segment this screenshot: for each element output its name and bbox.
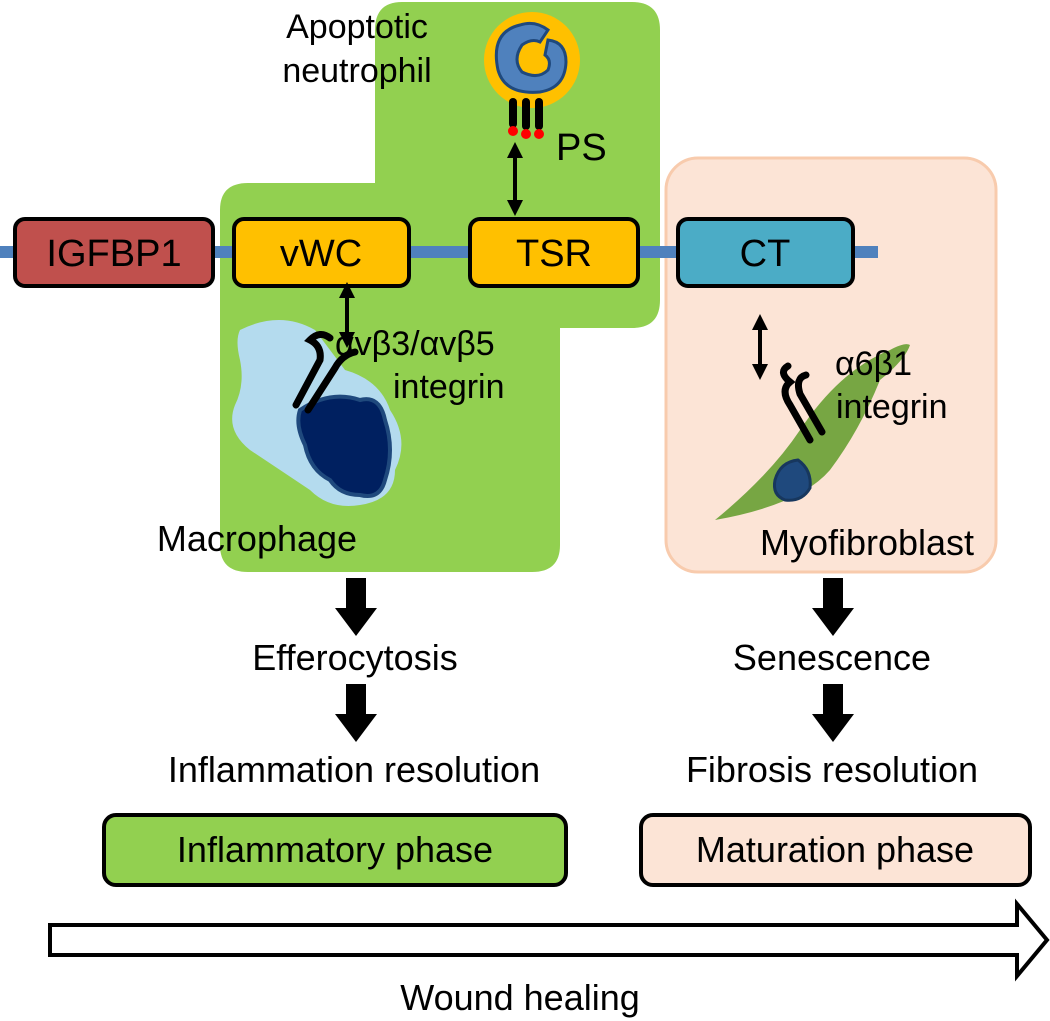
- macrophage-icon: [232, 320, 402, 506]
- myofibroblast-icon: [715, 344, 910, 520]
- apoptotic-neutrophil-icon: [484, 12, 580, 108]
- ps-lipids-icon: [508, 98, 544, 139]
- integrin-a6-label-line1: α6β1: [835, 345, 912, 383]
- domain-vwc: vWC: [232, 217, 411, 288]
- fibrosis-resolution-label: Fibrosis resolution: [686, 749, 978, 790]
- maturation-phase-box: Maturation phase: [639, 813, 1032, 887]
- integrin-a6-receptor-icon: [780, 362, 826, 444]
- wound-healing-arrow: [48, 898, 1050, 982]
- efferocytosis-label: Efferocytosis: [252, 637, 457, 678]
- integrin-a6-label-line2: integrin: [836, 388, 948, 426]
- domain-tsr-label: TSR: [516, 233, 592, 275]
- domain-ct: CT: [676, 217, 855, 288]
- myofibroblast-label: Myofibroblast: [760, 522, 974, 563]
- domain-tsr: TSR: [468, 217, 640, 288]
- integrin-av-label-line2: integrin: [393, 368, 505, 406]
- integrin-av-receptor-icon: [292, 331, 359, 414]
- domain-igfbp1-label: IGFBP1: [46, 233, 181, 275]
- down-arrow-inflammation-resolution: [335, 684, 377, 742]
- macrophage-label: Macrophage: [157, 518, 357, 559]
- inflammatory-phase-box: Inflammatory phase: [102, 813, 568, 887]
- domain-vwc-label: vWC: [280, 233, 362, 275]
- wound-healing-label: Wound healing: [400, 977, 640, 1018]
- inflammatory-phase-label: Inflammatory phase: [177, 829, 493, 870]
- down-arrow-senescence: [812, 578, 854, 636]
- domain-igfbp1: IGFBP1: [13, 217, 215, 288]
- down-arrow-efferocytosis: [335, 578, 377, 636]
- integrin-av-label-line1: αvβ3/αvβ5: [335, 325, 495, 363]
- senescence-label: Senescence: [733, 637, 931, 678]
- down-arrow-fibrosis-resolution: [812, 684, 854, 742]
- domain-ct-label: CT: [740, 233, 791, 275]
- apoptotic-label-line2: neutrophil: [282, 52, 431, 90]
- inflammation-resolution-label: Inflammation resolution: [168, 749, 540, 790]
- apoptotic-label-line1: Apoptotic: [286, 8, 428, 46]
- ps-label: PS: [556, 127, 607, 169]
- maturation-phase-label: Maturation phase: [696, 829, 974, 870]
